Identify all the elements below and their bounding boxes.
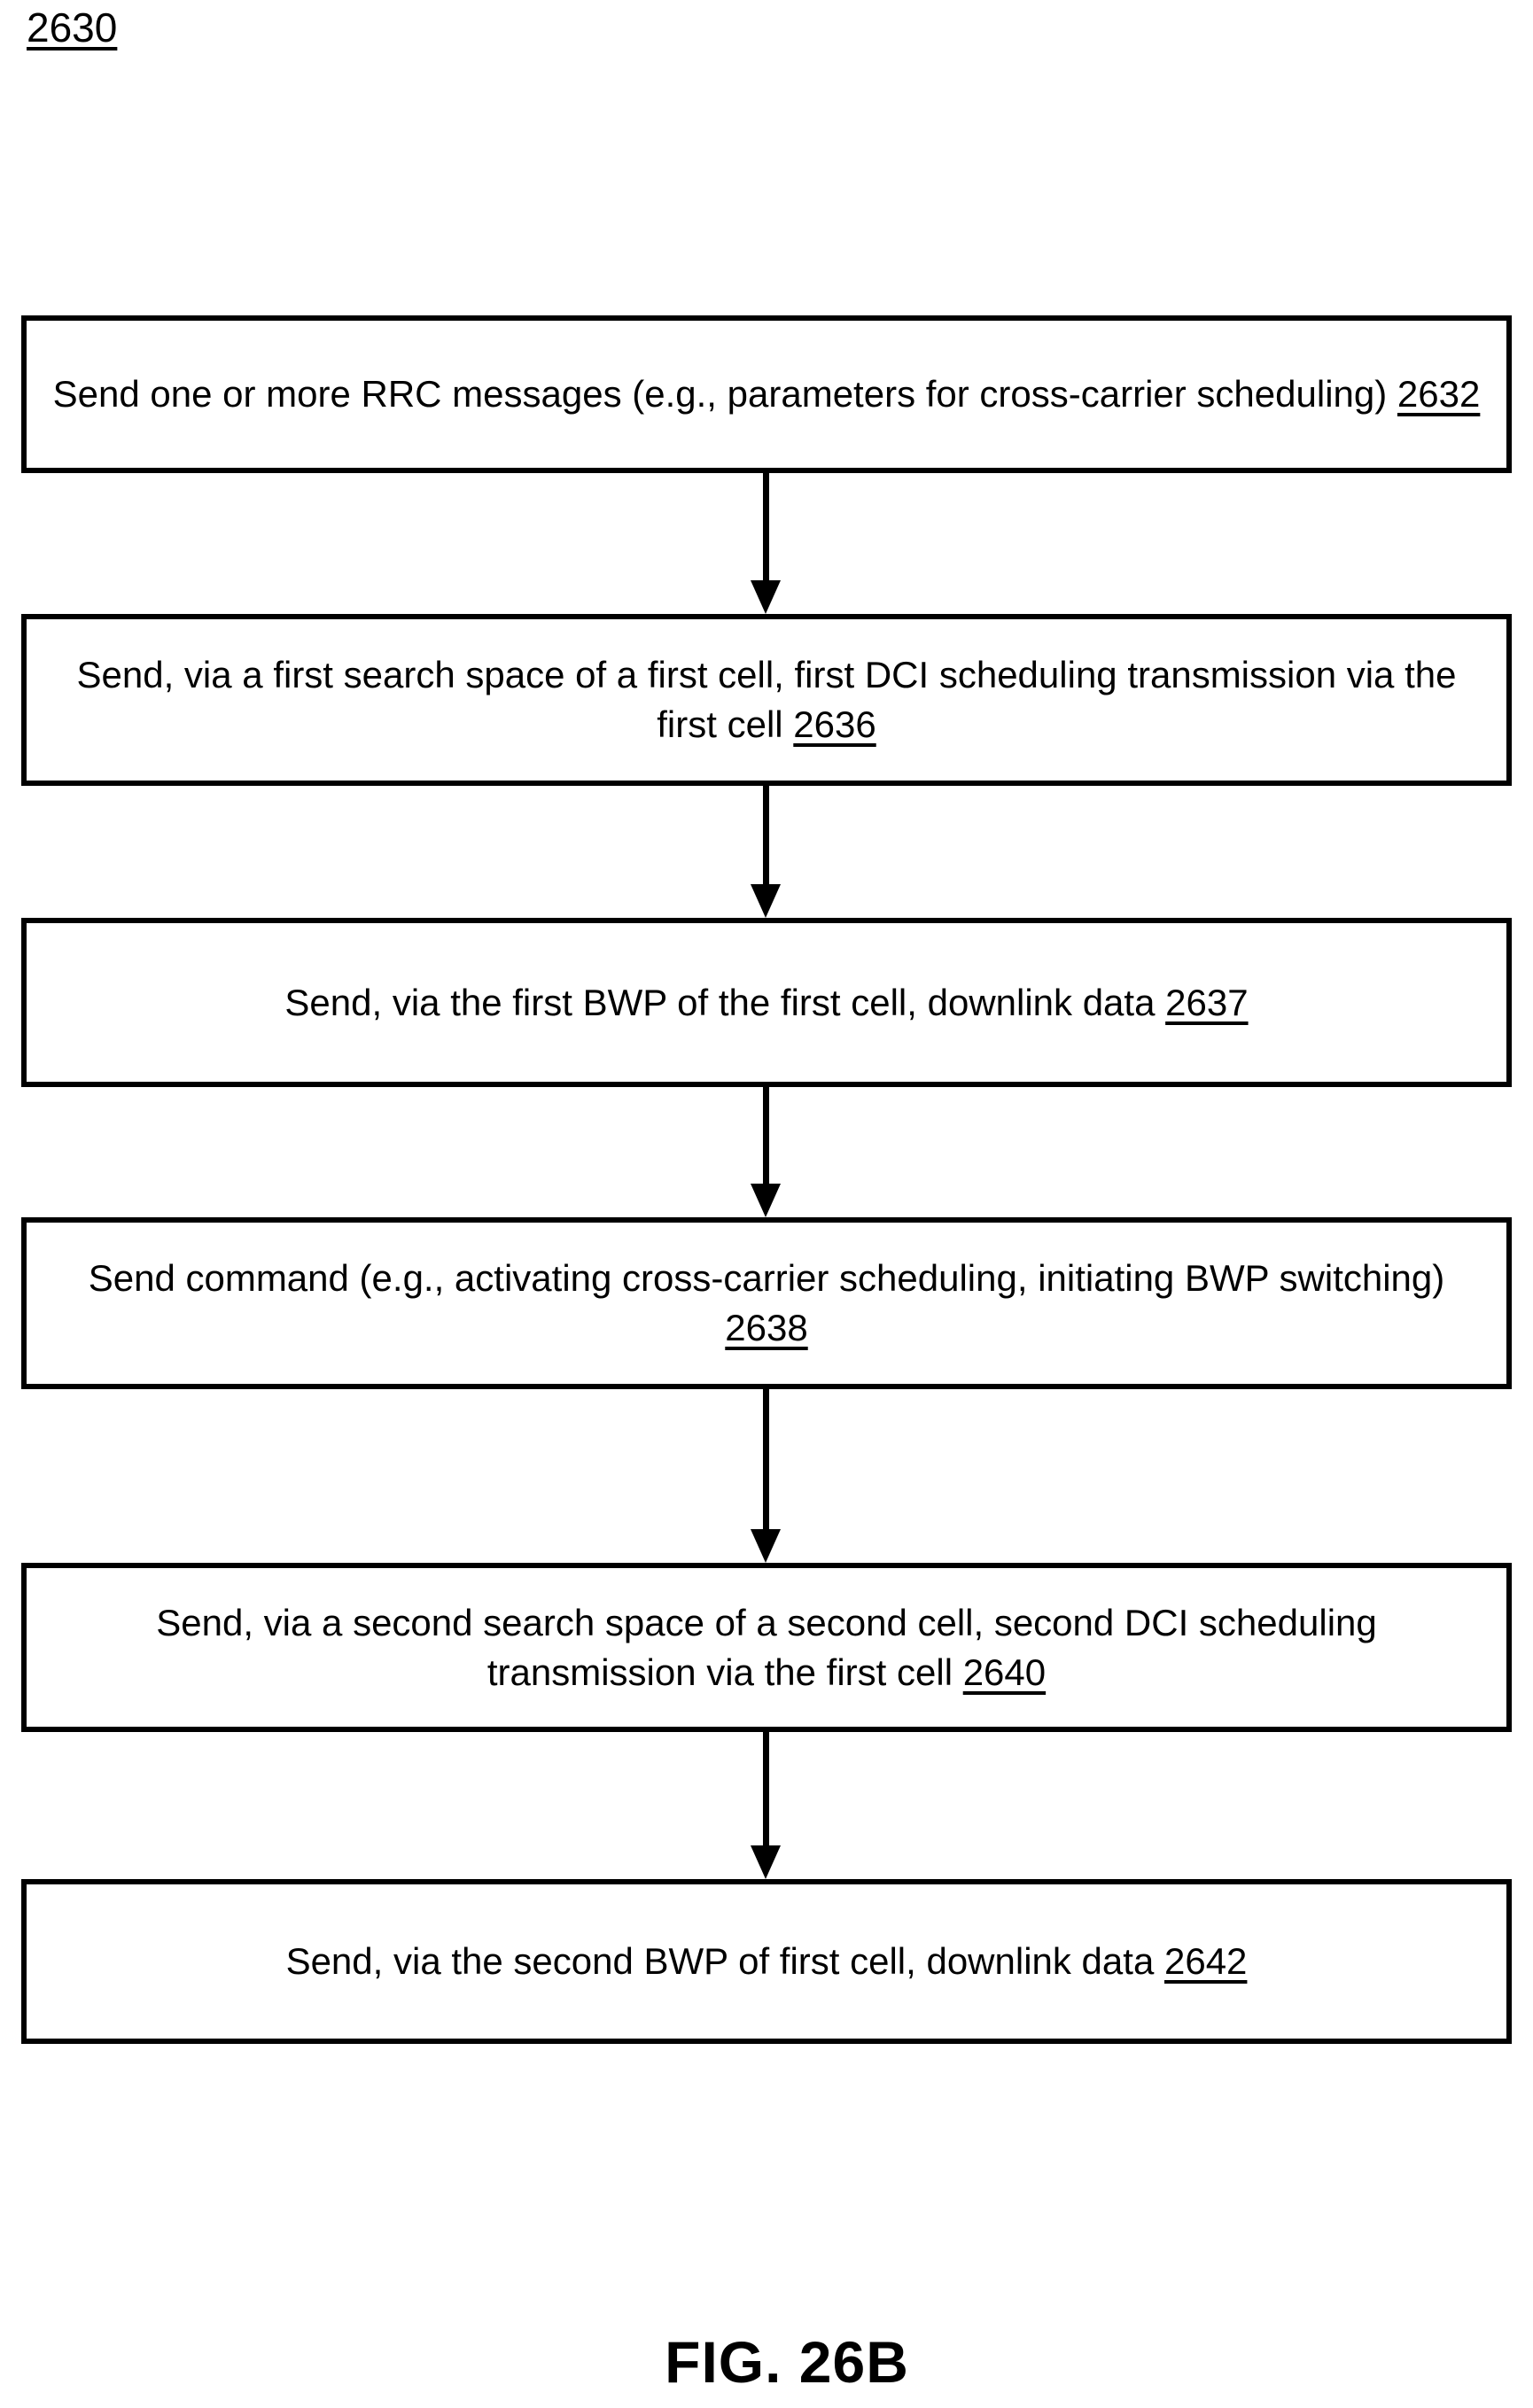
step-ref-number: 2632: [1397, 373, 1481, 416]
flow-step-first-dci-scheduling: Send, via a first search space of a firs…: [21, 614, 1512, 786]
flow-step-send-rrc-messages: Send one or more RRC messages (e.g., par…: [21, 315, 1512, 473]
step-text-block: Send, via the second BWP of first cell, …: [277, 1937, 1257, 1986]
step-text-block: Send command (e.g., activating cross-car…: [40, 1254, 1493, 1353]
step-text-block: Send one or more RRC messages (e.g., par…: [44, 369, 1490, 419]
down-arrow: [751, 1087, 781, 1217]
down-arrow: [751, 1389, 781, 1563]
figure-reference-number: 2630: [27, 4, 118, 50]
down-arrow: [751, 473, 781, 614]
step-text: Send, via the second BWP of first cell, …: [285, 1940, 1155, 1983]
step-text: Send one or more RRC messages (e.g., par…: [52, 373, 1388, 416]
arrow-shaft: [762, 1389, 769, 1529]
step-text: Send, via a first search space of a firs…: [76, 654, 1457, 745]
arrow-shaft: [762, 1087, 769, 1184]
arrowhead-icon: [751, 1845, 781, 1879]
down-arrow: [751, 786, 781, 918]
step-text: Send, via the first BWP of the first cel…: [284, 981, 1156, 1023]
flow-step-second-bwp-downlink-data: Send, via the second BWP of first cell, …: [21, 1879, 1512, 2044]
step-text: Send, via a second search space of a sec…: [156, 1601, 1377, 1693]
arrowhead-icon: [751, 1529, 781, 1563]
flow-step-second-dci-scheduling: Send, via a second search space of a sec…: [21, 1563, 1512, 1732]
step-text-block: Send, via the first BWP of the first cel…: [276, 978, 1257, 1028]
arrowhead-icon: [751, 1184, 781, 1217]
step-ref-number: 2636: [793, 703, 876, 745]
step-ref-number: 2642: [1163, 1940, 1248, 1983]
arrowhead-icon: [751, 884, 781, 918]
figure-caption: FIG. 26B: [665, 2329, 909, 2395]
flow-step-first-bwp-downlink-data: Send, via the first BWP of the first cel…: [21, 918, 1512, 1087]
step-text: Send command (e.g., activating cross-car…: [88, 1257, 1445, 1300]
down-arrow: [751, 1732, 781, 1879]
step-text-block: Send, via a second search space of a sec…: [40, 1598, 1493, 1697]
arrow-shaft: [762, 473, 769, 580]
step-ref-number: 2640: [962, 1651, 1047, 1693]
arrow-shaft: [762, 1732, 769, 1845]
step-ref-number: 2638: [725, 1307, 808, 1348]
arrow-shaft: [762, 786, 769, 884]
flow-step-send-command: Send command (e.g., activating cross-car…: [21, 1217, 1512, 1389]
arrowhead-icon: [751, 580, 781, 614]
step-text-block: Send, via a first search space of a firs…: [40, 650, 1493, 750]
step-ref-number: 2637: [1165, 981, 1249, 1023]
